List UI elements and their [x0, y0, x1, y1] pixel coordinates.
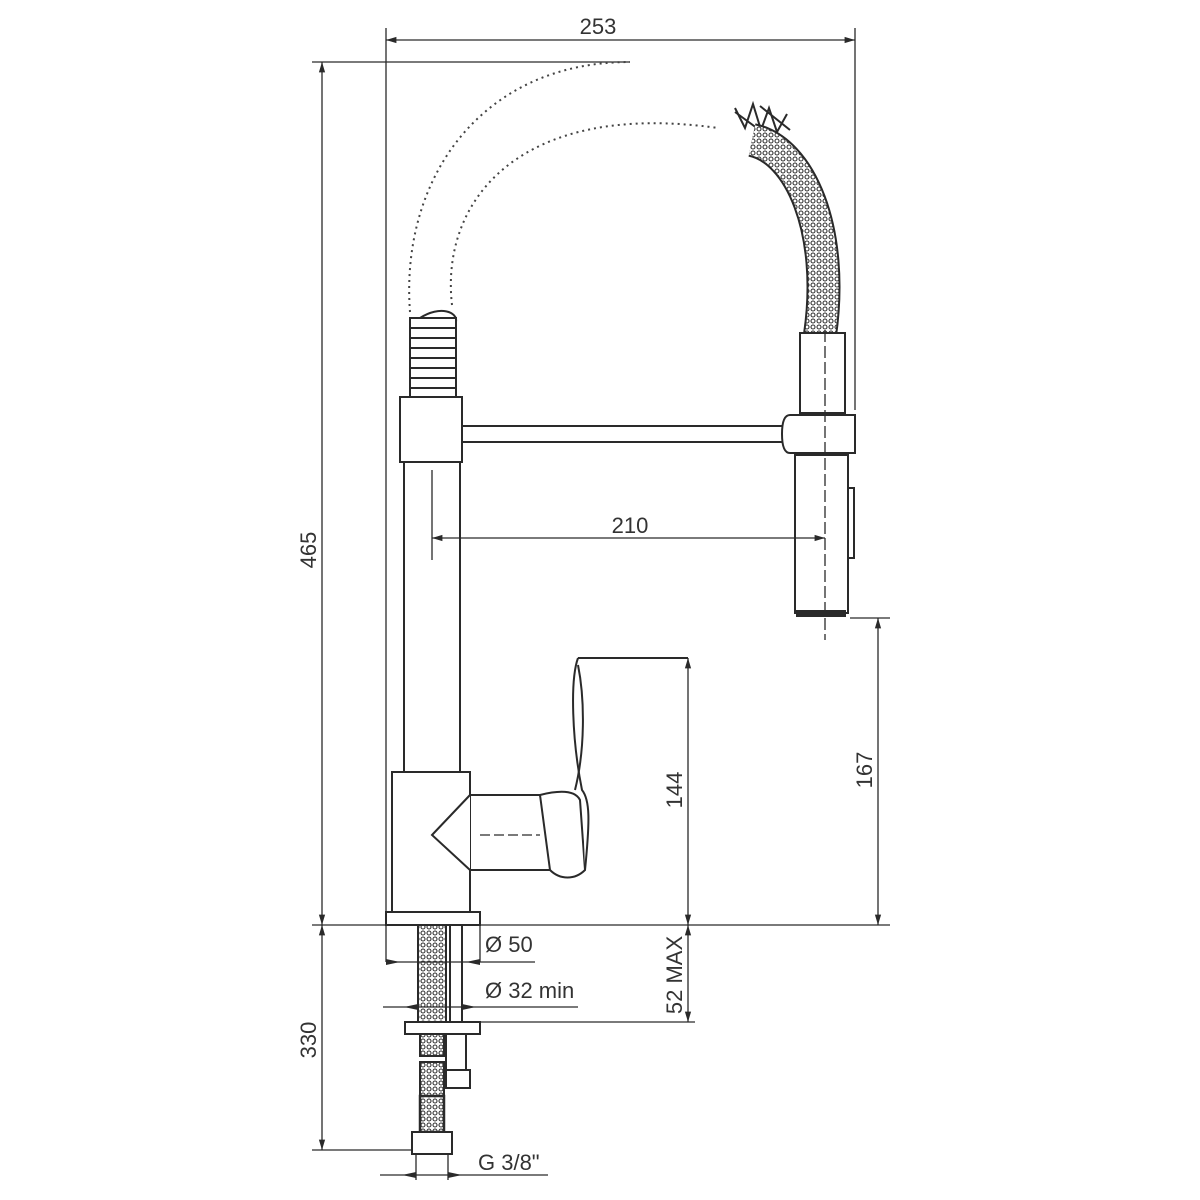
- dimension-base-diameter: Ø 50: [386, 932, 535, 965]
- spout-arm: [461, 425, 787, 443]
- dimension-hose-length: 330: [296, 925, 415, 1151]
- dimension-overall-width: 253: [385, 14, 856, 925]
- dimension-spout-height: 167: [850, 617, 890, 925]
- dimension-hole-diameter: Ø 32 min: [383, 978, 578, 1010]
- swing-arc-inner: [449, 122, 719, 306]
- dim-label-167: 167: [852, 752, 877, 789]
- dimension-deck-thickness: 52 MAX: [480, 925, 695, 1023]
- sprayer-head: [780, 330, 856, 640]
- dim-label-144: 144: [662, 772, 687, 809]
- swing-arc-outer: [408, 61, 631, 313]
- dim-label-g-3-8: G 3/8": [478, 1150, 540, 1175]
- riser-collar: [399, 396, 463, 463]
- dimension-connection-thread: G 3/8": [380, 1150, 548, 1178]
- dim-label-253: 253: [580, 14, 617, 39]
- dimension-body-height: 144: [662, 658, 692, 925]
- dim-label-330: 330: [296, 1022, 321, 1059]
- mixer-body: [385, 657, 688, 926]
- dim-label-diameter-50: Ø 50: [485, 932, 533, 957]
- under-deck-assembly: [385, 924, 481, 1180]
- dim-label-210: 210: [612, 513, 649, 538]
- dim-label-465: 465: [296, 532, 321, 569]
- dimension-spout-reach: 210: [432, 513, 825, 542]
- dim-label-diameter-32-min: Ø 32 min: [485, 978, 574, 1003]
- spring-coil: [409, 309, 458, 399]
- dimension-overall-height: 465: [296, 61, 890, 926]
- dim-label-52-max: 52 MAX: [662, 936, 687, 1015]
